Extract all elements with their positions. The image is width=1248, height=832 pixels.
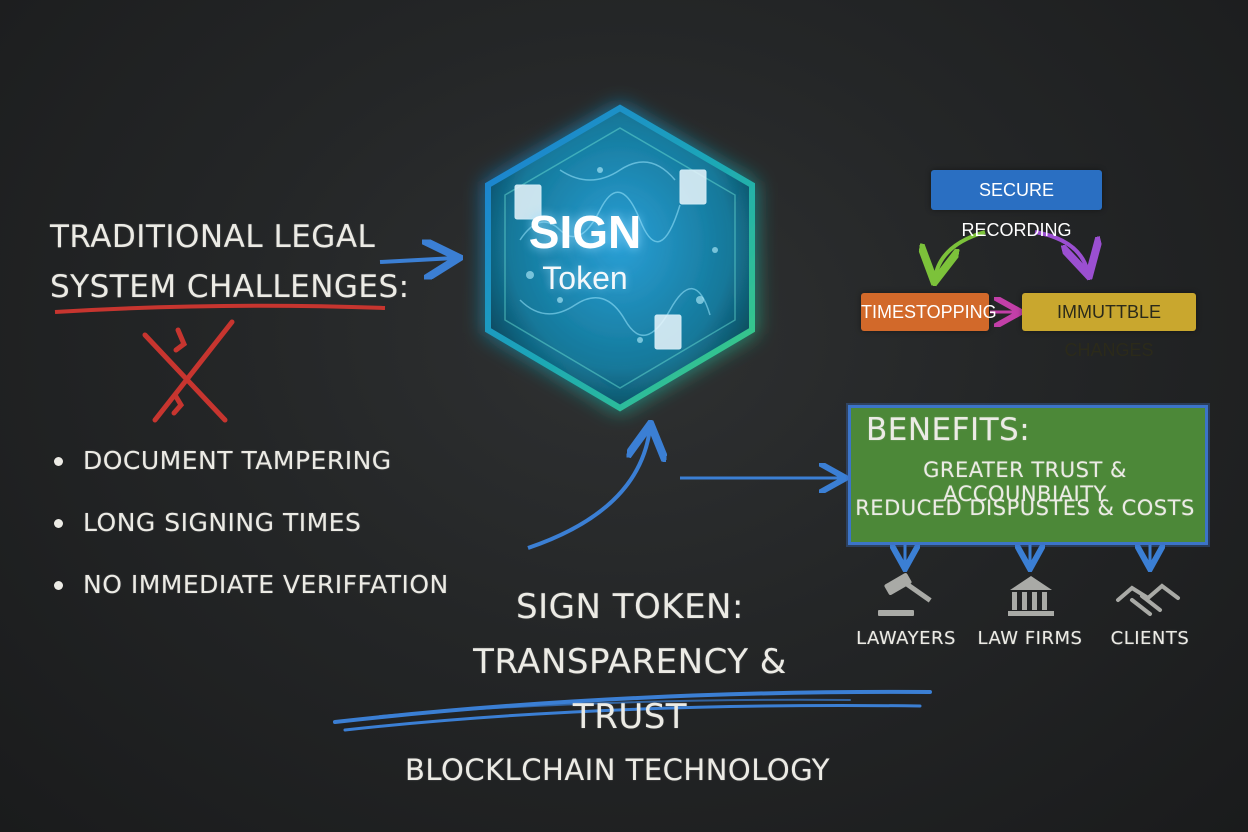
- audience-label-clients: CLIENTS: [1090, 628, 1210, 649]
- bullet-icon: [54, 519, 63, 528]
- immutable-changes-box: IMMUTTBLE CHANGES: [1022, 293, 1196, 331]
- heading-line1: TRADITIONAL LEGAL: [50, 212, 430, 262]
- footer-label: BLOCKLCHAIN TECHNOLOGY: [405, 753, 830, 787]
- list-item: NO IMMEDIATE VERIFFATION: [54, 554, 449, 616]
- timestopping-box: TIMESTOPPING: [861, 293, 989, 331]
- heading-line2: SYSTEM CHALLENGES:: [50, 262, 430, 312]
- handshake-icon: [1118, 586, 1178, 614]
- tagline-line1: SIGN TOKEN:: [440, 580, 820, 635]
- challenges-heading: TRADITIONAL LEGAL SYSTEM CHALLENGES:: [50, 212, 430, 312]
- arrow-tagline-to-token: [528, 428, 650, 548]
- list-item: DOCUMENT TAMPERING: [54, 430, 449, 492]
- benefit-item: REDUCED DISPUSTES & COSTS: [848, 496, 1202, 520]
- red-x-icon: [145, 322, 232, 420]
- audience-label-lawyers: LAWAYERS: [846, 628, 966, 649]
- bullet-icon: [54, 581, 63, 590]
- audience-label-law-firms: LAW FIRMS: [970, 628, 1090, 649]
- courthouse-icon: [1008, 576, 1054, 616]
- token-subtitle: Token: [500, 260, 670, 297]
- challenges-list: DOCUMENT TAMPERING LONG SIGNING TIMES NO…: [54, 430, 449, 616]
- tagline-line2: TRANSPARENCY & TRUST: [440, 635, 820, 745]
- gavel-icon: [878, 572, 932, 616]
- token-title: SIGN: [500, 205, 670, 259]
- bullet-icon: [54, 457, 63, 466]
- secure-recording-box: SECURE RECORDING: [931, 170, 1102, 210]
- tagline: SIGN TOKEN: TRANSPARENCY & TRUST: [440, 580, 820, 745]
- list-item: LONG SIGNING TIMES: [54, 492, 449, 554]
- benefits-title: BENEFITS:: [866, 412, 1030, 448]
